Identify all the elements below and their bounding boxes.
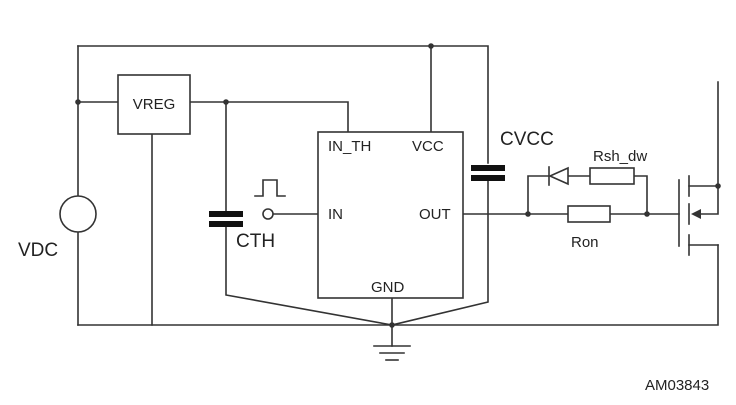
rsh-dw-resistor	[589, 167, 635, 185]
cvcc-label: CVCC	[500, 129, 554, 150]
pin-vcc-label: VCC	[412, 138, 444, 155]
junction-dot	[75, 99, 81, 105]
vdc-source	[59, 195, 97, 233]
rsh-dw-label: Rsh_dw	[593, 148, 647, 165]
cth-label: CTH	[236, 231, 275, 252]
driver-ic	[317, 131, 464, 299]
ron-resistor	[567, 205, 611, 223]
mosfet-icon	[688, 175, 701, 256]
vreg-label: VREG	[133, 96, 176, 113]
pin-out-label: OUT	[419, 206, 451, 223]
vreg-block	[117, 74, 191, 135]
junction-dot	[389, 322, 395, 328]
cvcc-ground-wire	[391, 180, 489, 326]
junctions	[75, 43, 721, 328]
vreg-output-wire	[189, 101, 349, 133]
bottom-rail-wire	[77, 244, 719, 326]
pin-in-th-label: IN_TH	[328, 138, 371, 155]
junction-dot	[525, 211, 531, 217]
vdc-label: VDC	[18, 240, 58, 261]
input-terminal	[262, 208, 274, 220]
cth-wire	[225, 101, 393, 326]
wires	[77, 45, 719, 347]
figure-id: AM03843	[645, 377, 709, 394]
ron-label: Ron	[571, 234, 599, 251]
top-rail-wire	[77, 45, 489, 164]
pin-in-label: IN	[328, 206, 343, 223]
junction-dot	[644, 211, 650, 217]
diode-icon	[548, 166, 569, 186]
junction-dot	[223, 99, 229, 105]
pin-gnd-label: GND	[371, 279, 405, 296]
drain-wire	[688, 81, 719, 187]
ground-icon	[373, 345, 411, 361]
body-wire	[697, 185, 719, 215]
junction-dot	[715, 183, 721, 189]
rsh-branch-wire	[527, 175, 648, 215]
input-pulse-icon	[254, 179, 286, 197]
junction-dot	[428, 43, 434, 49]
